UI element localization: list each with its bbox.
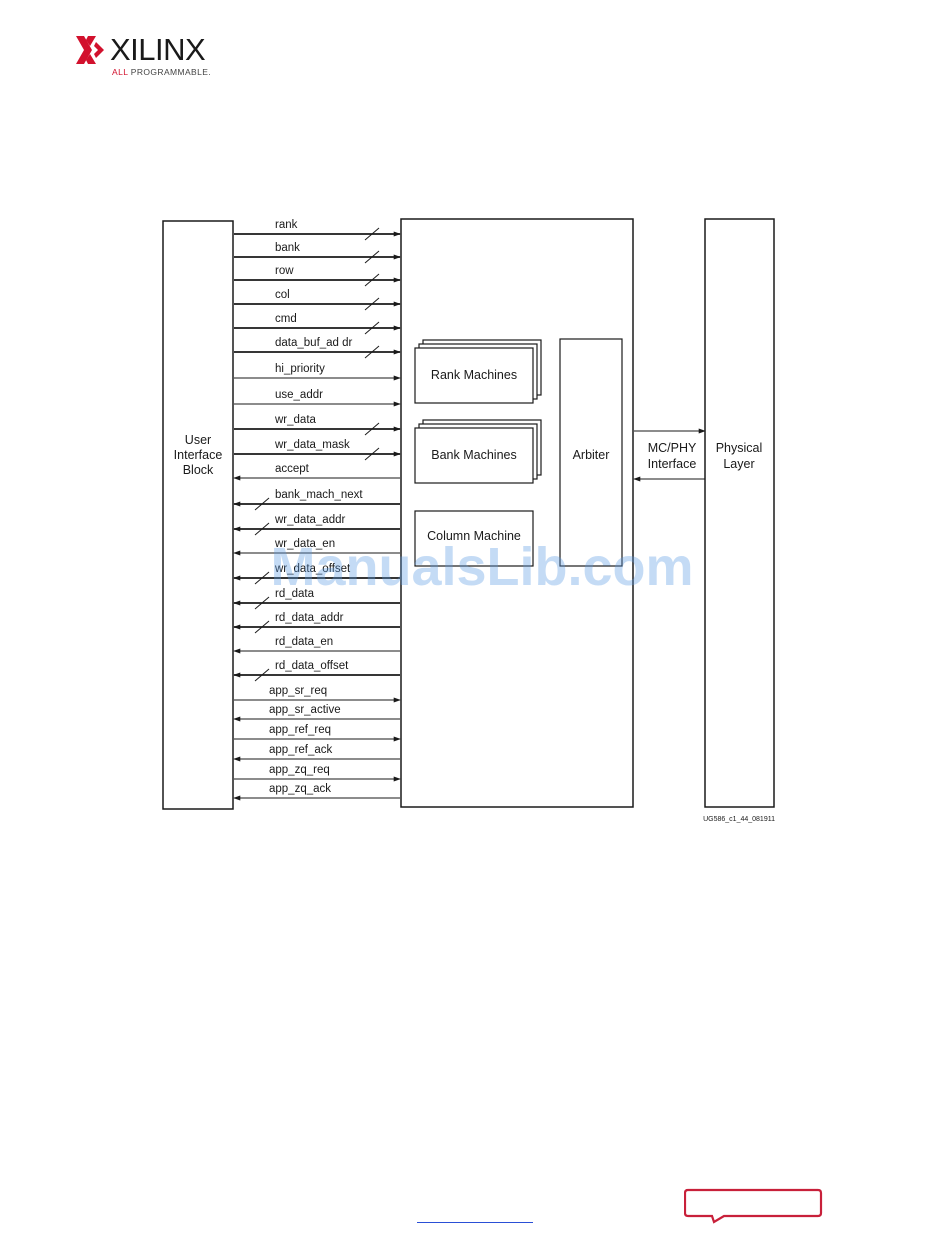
physical-layer-label-1: Physical (716, 441, 763, 455)
signal-label-wr-data-offset: wr_data_offset (274, 563, 351, 575)
signal-label-app-sr-active: app_sr_active (269, 704, 341, 716)
bank-machines-label: Bank Machines (431, 448, 516, 462)
signal-label-wr-data-mask: wr_data_mask (274, 439, 350, 451)
footer-badge-icon (684, 1188, 823, 1224)
arbiter-label: Arbiter (573, 448, 610, 462)
footer-link-underline[interactable] (417, 1222, 533, 1223)
user-interface-block-label-2: Interface (174, 448, 223, 462)
signal-label-accept: accept (275, 463, 310, 475)
bank-machines-box (414, 427, 534, 484)
brand-tagline: ALL PROGRAMMABLE. (112, 67, 211, 77)
signal-label-rd-data-offset: rd_data_offset (275, 660, 349, 672)
xilinx-logo: XILINX ALL PROGRAMMABLE. (76, 34, 226, 84)
user-interface-block-label-1: User (185, 433, 211, 447)
signal-label-rank: rank (275, 219, 298, 231)
signal-label-bank-mach-next: bank_mach_next (275, 489, 363, 501)
signal-label-app-ref-req: app_ref_req (269, 724, 331, 736)
brand-name: XILINX (110, 32, 206, 67)
xilinx-x-mark-icon (76, 36, 104, 64)
rank-machines-label: Rank Machines (431, 368, 517, 382)
signal-label-app-zq-req: app_zq_req (269, 764, 330, 776)
bus-slash-rank (364, 227, 380, 241)
signal-label-cmd: cmd (275, 313, 297, 325)
bus-slash-wr-data-addr (254, 522, 270, 536)
physical-layer-block (704, 218, 775, 808)
user-interface-block (162, 220, 234, 810)
user-interface-block-label-3: Block (183, 463, 214, 477)
mc-phy-interface-label-1: MC/PHY (648, 441, 697, 455)
physical-layer-label-2: Layer (723, 457, 754, 471)
bus-slash-wr-data-offset (254, 571, 270, 585)
bus-slash-rd-data-addr (254, 620, 270, 634)
signal-label-rd-data: rd_data (275, 588, 315, 600)
bus-slash-rd-data (254, 596, 270, 610)
signal-label-rd-data-en: rd_data_en (275, 636, 333, 648)
mc-phy-interface-label-2: Interface (648, 457, 697, 471)
signal-label-row: row (275, 265, 294, 277)
signal-label-app-sr-req: app_sr_req (269, 685, 327, 697)
signal-label-data-buf-ad-dr: data_buf_ad dr (275, 337, 353, 349)
signal-label-use-addr: use_addr (275, 389, 323, 401)
signal-label-col: col (275, 289, 290, 301)
brand-tagline-accent: ALL (112, 67, 129, 77)
bus-slash-row (364, 273, 380, 287)
column-machine-label: Column Machine (427, 529, 521, 543)
column-machine-box (414, 510, 534, 567)
bus-slash-cmd (364, 321, 380, 335)
watermark-text: ManualsLib.com (270, 537, 693, 597)
brand-tagline-rest: PROGRAMMABLE. (128, 67, 212, 77)
signal-label-app-zq-ack: app_zq_ack (269, 783, 331, 795)
arbiter-box (559, 338, 623, 567)
rank-machines-box (414, 347, 534, 404)
signal-label-wr-data-en: wr_data_en (274, 538, 335, 550)
figure-id: UG586_c1_44_081911 (703, 816, 775, 823)
signal-lines: rank bank row col cmd data_buf_ad dr hi_priori… (233, 219, 401, 801)
bus-slash-data-buf-ad-dr (364, 345, 380, 359)
bus-slash-col (364, 297, 380, 311)
signal-label-bank: bank (275, 242, 300, 254)
signal-label-app-ref-ack: app_ref_ack (269, 744, 333, 756)
bus-slash-bank (364, 250, 380, 264)
signal-label-wr-data: wr_data (274, 414, 317, 426)
bus-slash-rd-data-offset (254, 668, 270, 682)
signal-label-rd-data-addr: rd_data_addr (275, 612, 344, 624)
signal-label-hi-priority: hi_priority (275, 363, 325, 375)
signal-label-wr-data-addr: wr_data_addr (274, 514, 345, 526)
bus-slash-wr-data (364, 422, 380, 436)
bus-slash-wr-data-mask (364, 447, 380, 461)
bus-slash-bank-mach-next (254, 497, 270, 511)
